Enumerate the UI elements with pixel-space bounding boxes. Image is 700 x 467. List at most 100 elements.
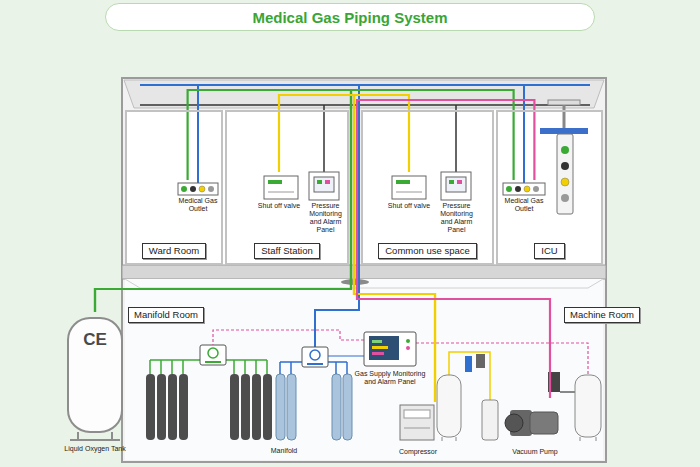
compressor-unit bbox=[400, 354, 498, 441]
supply-monitor-panel-part bbox=[372, 352, 384, 355]
gas-outlet-panel-part bbox=[199, 186, 205, 192]
gas-outlet-panel-part bbox=[515, 186, 521, 192]
ceiling-pendant-part bbox=[561, 162, 569, 170]
equipment-unit: Medical Gas Outlet bbox=[498, 180, 550, 213]
room-area: Common use spaceShut off valvePressure M… bbox=[361, 110, 494, 265]
alarm-panel-box-part bbox=[446, 177, 466, 192]
gas-outlet-panel bbox=[178, 183, 545, 195]
equipment-label: Shut off valve bbox=[256, 202, 302, 210]
equipment-label: Gas Supply Monitoring and Alarm Panel bbox=[350, 370, 430, 386]
ceiling-pendant-part bbox=[561, 194, 569, 202]
gas-cylinders-part bbox=[146, 374, 155, 440]
gas-outlet-panel-part bbox=[524, 186, 530, 192]
supply-monitor-panel-part bbox=[372, 346, 388, 349]
room-name-tag: Manifold Room bbox=[128, 307, 204, 323]
supply-monitor-panel-part bbox=[406, 339, 410, 343]
compressor-unit-part bbox=[476, 354, 485, 368]
monitoring-wires-part bbox=[416, 343, 588, 375]
ceiling-pipes-part bbox=[455, 105, 457, 172]
supply-monitor-panel-part bbox=[372, 340, 382, 343]
supply-monitor-panel bbox=[364, 332, 416, 366]
building-shell-part bbox=[125, 110, 603, 265]
alarm-panel-box-part bbox=[325, 180, 330, 184]
building-shell-part bbox=[125, 279, 603, 288]
gas-cylinders-part bbox=[241, 374, 250, 440]
equipment-label: Vacuum Pump bbox=[505, 448, 565, 456]
monitoring-wires-part bbox=[328, 355, 364, 356]
gas-pipe bbox=[95, 90, 514, 312]
compressor-unit-part bbox=[400, 405, 434, 440]
gas-cylinders-part bbox=[168, 374, 177, 440]
vacuum-pump-unit bbox=[505, 372, 601, 441]
compressor-unit-part bbox=[404, 428, 430, 429]
gas-pipe bbox=[95, 90, 351, 312]
ceiling-pendant-part bbox=[561, 178, 569, 186]
alarm-panel-box bbox=[309, 172, 471, 200]
gas-cylinders-part bbox=[280, 362, 347, 374]
gas-cylinders-part bbox=[157, 374, 166, 440]
equipment-unit: Pressure Monitoring and Alarm Panel bbox=[434, 170, 479, 234]
equipment-unit: Gas Supply Monitoring and Alarm Panel bbox=[350, 330, 430, 386]
alarm-panel-box-part bbox=[317, 180, 322, 184]
vacuum-pump-unit-part bbox=[575, 375, 601, 437]
alarm-panel-box-part bbox=[309, 172, 339, 200]
gas-cylinders-part bbox=[287, 374, 296, 440]
equipment-label: Shut off valve bbox=[386, 202, 432, 210]
vacuum-pump-unit-part bbox=[596, 437, 597, 441]
gas-pipe bbox=[357, 100, 550, 398]
gas-outlet-panel-part bbox=[178, 183, 218, 195]
gas-cylinders-part bbox=[179, 374, 188, 440]
ceiling-pendant-part bbox=[540, 128, 588, 134]
equipment-unit: Medical Gas Outlet bbox=[172, 180, 224, 213]
equipment-unit: Pressure Monitoring and Alarm Panel bbox=[303, 170, 348, 234]
ceiling-pendant-part bbox=[557, 134, 573, 214]
liquid-oxygen-tank-part bbox=[77, 432, 79, 440]
shut-off-valve-box-part bbox=[264, 176, 298, 199]
vacuum-pump-unit-part bbox=[580, 437, 581, 441]
gas-outlet-panel-part bbox=[506, 186, 512, 192]
diagram-title: Medical Gas Piping System bbox=[105, 3, 595, 31]
equipment-label: Pressure Monitoring and Alarm Panel bbox=[434, 202, 479, 234]
equipment-unit: Vacuum Pump bbox=[505, 398, 565, 456]
vacuum-pump-unit-part bbox=[560, 391, 575, 393]
gas-cylinders-part bbox=[332, 374, 341, 440]
connector-layer bbox=[95, 90, 550, 402]
gas-cylinders-part bbox=[150, 360, 200, 374]
manifold-unit-part bbox=[307, 363, 323, 365]
ceiling-pipes-part bbox=[140, 104, 590, 106]
equipment-label: Liquid Oxygen Tank bbox=[55, 445, 135, 453]
gas-outlet-panel-part bbox=[533, 186, 539, 192]
ceiling-pipes bbox=[140, 85, 590, 347]
room-area: Ward RoomMedical Gas Outlet bbox=[125, 110, 223, 265]
gas-cylinders bbox=[146, 360, 352, 440]
compressor-unit-part bbox=[482, 400, 498, 440]
ceiling-pipes-part bbox=[197, 85, 199, 183]
equipment-label: Pressure Monitoring and Alarm Panel bbox=[303, 202, 348, 234]
equipment-unit: Compressor bbox=[395, 402, 441, 456]
manifold-unit bbox=[200, 345, 328, 367]
equipment-unit: Shut off valve bbox=[386, 172, 432, 210]
building-shell bbox=[122, 78, 606, 462]
area-label: Manifold Room bbox=[134, 309, 198, 321]
monitoring-wires-part bbox=[213, 330, 364, 345]
ceiling-pipes-part bbox=[140, 84, 590, 86]
equipment-label: Medical Gas Outlet bbox=[172, 197, 224, 213]
part-label: Manifold bbox=[262, 447, 306, 455]
vacuum-pump-unit-part bbox=[530, 412, 558, 434]
room-area: ICUMedical Gas Outlet bbox=[496, 110, 603, 265]
gas-cylinders-part bbox=[230, 374, 239, 440]
compressor-unit-part bbox=[456, 437, 457, 441]
ceiling-pendant-part bbox=[561, 146, 569, 154]
supply-monitor-panel-part bbox=[364, 332, 416, 366]
gas-outlet-panel-part bbox=[503, 183, 545, 195]
equipment-label: Medical Gas Outlet bbox=[498, 197, 550, 213]
room-name-tag: Machine Room bbox=[564, 307, 640, 323]
equipment-unit: Shut off valve bbox=[256, 172, 302, 210]
alarm-panel-box-part bbox=[449, 180, 454, 184]
manifold-unit-part bbox=[205, 361, 221, 363]
label-holder: Manifold bbox=[262, 447, 306, 455]
alarm-panel-box-part bbox=[457, 180, 462, 184]
